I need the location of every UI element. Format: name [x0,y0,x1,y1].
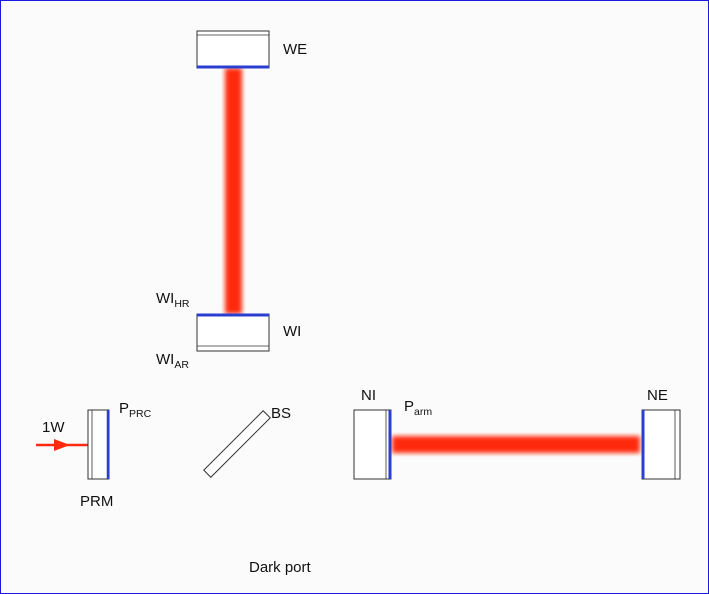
laser-beams [36,68,640,575]
wi-ar-label: WIAR [156,351,189,371]
wi-hr-sub: HR [174,298,190,310]
dark-port-label: Dark port [249,559,312,576]
west-arm-beam [225,68,242,314]
beam-splitter [203,410,271,478]
ni-label: NI [361,387,376,404]
wi-hr-label: WIHR [156,290,190,310]
prm-mirror [87,409,110,480]
we-label: WE [283,41,307,58]
p-prc-sub: PRC [129,408,152,420]
north-arm-beam [392,436,640,453]
wi-hr-main: WI [156,290,174,307]
input-power-label: 1W [42,419,65,436]
bs-label: BS [271,405,291,422]
ni-mirror [353,409,392,480]
p-prc-main: P [119,400,129,417]
input-arrow-icon [54,439,70,451]
wi-ar-main: WI [156,351,174,368]
labels: WE WI WIHR WIAR NI NE BS PRM 1W PPRC Par… [42,41,668,576]
prm-label: PRM [80,493,113,510]
ne-mirror [641,409,681,480]
wi-mirror [196,313,270,352]
p-arm-label: Parm [404,398,432,418]
wi-label: WI [283,323,301,340]
wi-ar-sub: AR [174,359,189,371]
p-arm-main: P [404,398,414,415]
we-mirror [196,30,270,69]
p-arm-sub: arm [414,406,432,418]
p-prc-label: PPRC [119,400,152,420]
ne-label: NE [647,387,668,404]
